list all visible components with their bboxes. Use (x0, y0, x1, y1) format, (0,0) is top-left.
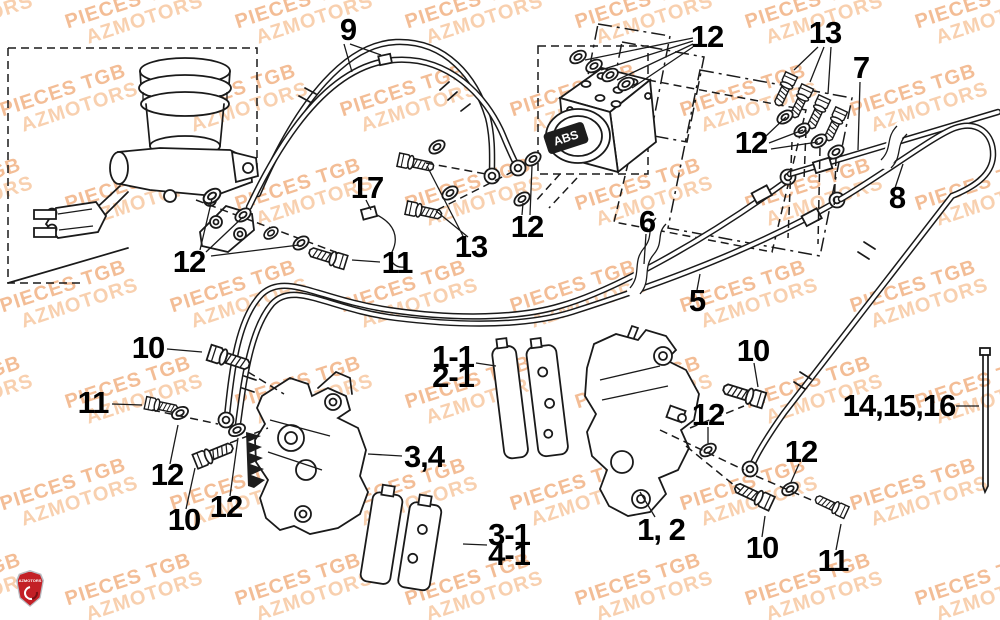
callout-7: 7 (852, 50, 870, 85)
callout-3-4: 3,4 (403, 439, 445, 474)
callout-12: 12 (510, 209, 544, 244)
callout-8: 8 (888, 180, 906, 215)
brake-hose-7-8 (741, 108, 1000, 478)
rear-brake-pads (359, 483, 443, 592)
callout-5: 5 (688, 283, 706, 318)
callout-12: 12 (172, 244, 206, 279)
rear-caliper (143, 343, 369, 535)
brake-hose-9 (245, 38, 527, 211)
callout-10: 10 (745, 530, 779, 565)
front-brake-pads (491, 337, 569, 460)
callout-17: 17 (350, 170, 384, 205)
abs-unit: ABS (533, 47, 657, 209)
outlet-fastener-chain (195, 136, 545, 271)
callout-12: 12 (150, 457, 184, 492)
callout-11: 11 (77, 385, 110, 420)
brake-hose-5-6 (217, 168, 846, 429)
callout-12: 12 (734, 125, 768, 160)
callout-1-1: 1-1 (432, 339, 475, 374)
logo-text: AZMOTORS (18, 578, 42, 583)
callout-12: 12 (209, 489, 243, 524)
callout-4-1: 4-1 (488, 537, 531, 572)
pad-pin-rod (979, 347, 991, 495)
callout-10: 10 (131, 330, 165, 365)
callout-13: 13 (454, 229, 488, 264)
callout-12: 12 (691, 397, 725, 432)
callout-13: 13 (808, 15, 842, 50)
callout-12: 12 (784, 434, 818, 469)
callout-10: 10 (167, 502, 201, 537)
callout-11: 11 (817, 543, 850, 578)
front-caliper (584, 324, 850, 520)
callout-9: 9 (339, 12, 357, 47)
azmotors-logo: AZMOTORS (16, 570, 44, 607)
callout-6: 6 (638, 204, 656, 239)
callout-3-1: 3-1 (488, 517, 531, 552)
master-cylinder (33, 57, 259, 253)
callout-10: 10 (736, 333, 770, 368)
callout-leader-lines (111, 37, 979, 551)
callout-12: 12 (690, 19, 724, 54)
ghost-outline-master-cylinder-box (7, 47, 258, 284)
callout-14-15-16: 14,15,16 (842, 388, 957, 423)
callout-2-1: 2-1 (432, 359, 475, 394)
callout-1-2: 1, 2 (637, 512, 686, 547)
callout-11: 11 (381, 245, 414, 280)
